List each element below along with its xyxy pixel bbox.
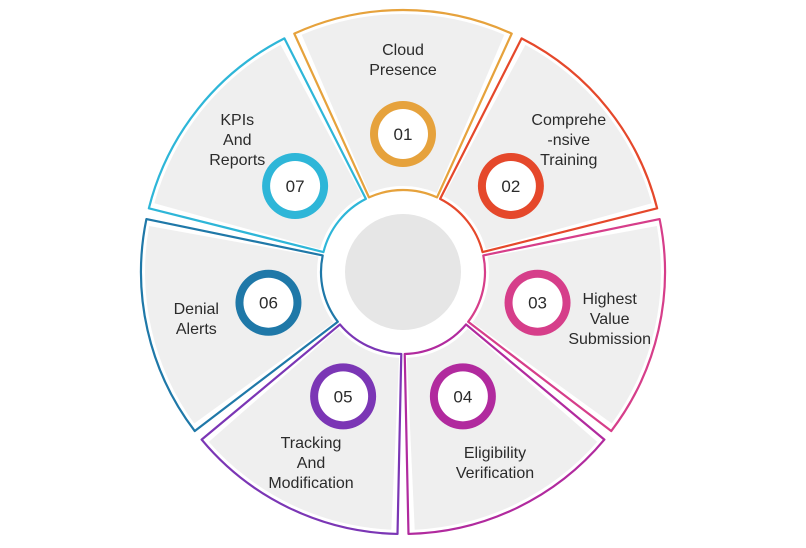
- badge-3-core: [512, 277, 563, 328]
- segment-4-label-line: Verification: [456, 465, 534, 482]
- badge-4-core: [437, 371, 488, 422]
- segment-1-label-line: Cloud: [382, 42, 424, 59]
- segment-1-label-line: Presence: [369, 62, 437, 79]
- segment-1-number: 01: [394, 125, 413, 144]
- segment-5-label-line: Modification: [268, 475, 353, 492]
- segment-3-label-line: Value: [590, 311, 630, 328]
- badge-1-core: [378, 109, 428, 159]
- segment-2-number: 02: [501, 177, 520, 196]
- segment-2-label-line: -nsive: [547, 132, 590, 149]
- segment-4-label-line: Eligibility: [464, 445, 526, 462]
- badge-2-core: [485, 160, 536, 211]
- segment-7-label-line: And: [223, 132, 251, 149]
- segment-7-number: 07: [286, 177, 305, 196]
- segment-6-label-line: Denial: [174, 301, 219, 318]
- segment-7-label-line: Reports: [209, 152, 265, 169]
- segment-5-label-line: And: [297, 455, 325, 472]
- badge-6-core: [243, 277, 294, 328]
- segment-5-label-line: Tracking: [281, 435, 342, 452]
- segment-3-number: 03: [528, 294, 547, 313]
- badge-7-core: [270, 160, 321, 211]
- segment-2-label-line: Training: [540, 152, 597, 169]
- badge-5-core: [318, 371, 369, 422]
- segment-6-number: 06: [259, 294, 278, 313]
- segment-2-label-line: Comprehe: [531, 112, 606, 129]
- segment-5-number: 05: [334, 387, 353, 406]
- segment-7-label-line: KPIs: [220, 112, 254, 129]
- center-circle: [345, 214, 461, 330]
- segment-4-number: 04: [453, 387, 472, 406]
- segment-6-label-line: Alerts: [176, 321, 217, 338]
- segment-3-label-line: Highest: [583, 291, 638, 308]
- segment-3-label-line: Submission: [568, 331, 651, 348]
